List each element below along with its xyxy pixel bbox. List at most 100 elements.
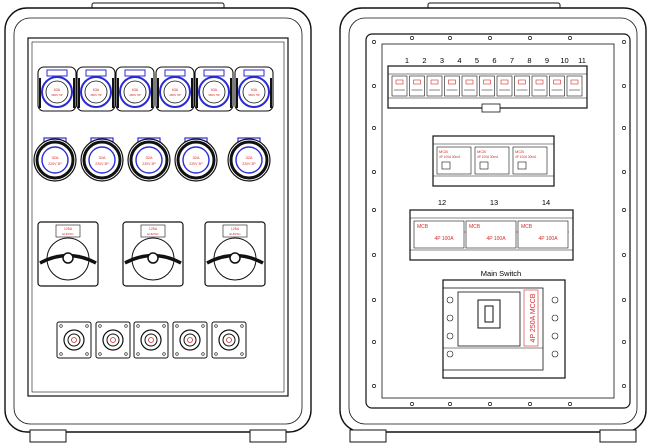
- small-breaker-toggle: [465, 79, 474, 85]
- small-breaker: [391, 75, 408, 97]
- connector-screw: [214, 324, 218, 328]
- breaker-number: 1: [405, 56, 409, 65]
- small-socket-side: [117, 78, 153, 108]
- small-socket-face: [242, 80, 266, 104]
- large-socket-voltage: 220V 3P: [48, 162, 62, 166]
- large-socket-rating: 32A: [145, 155, 152, 160]
- connector-screw: [240, 324, 244, 328]
- screw-hole: [372, 40, 376, 44]
- rcbo-rating: 4P 100A 30mA: [477, 155, 499, 159]
- large-socket-voltage: 220V 3P: [142, 162, 156, 166]
- small-socket-voltage: 380V 5P: [51, 93, 63, 97]
- small-socket-face: [202, 80, 226, 104]
- main-switch-rating-label: [523, 289, 539, 347]
- screw-hole: [622, 340, 626, 344]
- small-breaker-toggle: [430, 79, 439, 85]
- connector-screw: [85, 352, 89, 356]
- large-breaker: [465, 220, 517, 249]
- screw-hole: [410, 402, 414, 406]
- large-socket-ring: [129, 140, 169, 180]
- large-breaker: [517, 220, 569, 249]
- breaker-number: 11: [578, 56, 586, 65]
- screw-hole: [568, 36, 572, 40]
- panel-connector: [172, 321, 208, 359]
- connector-screw: [175, 352, 179, 356]
- rcbo-label: MCB: [439, 149, 448, 154]
- large-socket: 32A 220V 3P: [127, 137, 171, 182]
- small-socket-cap: [203, 69, 225, 77]
- small-socket-side: [196, 78, 232, 108]
- cabinet-inner-outline: [348, 17, 638, 425]
- rcbo-rating: 4P 100A 30mA: [439, 155, 461, 159]
- small-socket-voltage: 380V 5P: [169, 93, 181, 97]
- small-socket-side: [236, 78, 272, 108]
- small-socket-cap: [85, 69, 107, 77]
- small-breaker: [566, 75, 583, 97]
- rotary-switch-rating: 125A: [231, 227, 240, 231]
- large-breaker-number: 12: [438, 198, 446, 207]
- rotary-switch-type: EUR/SC: [147, 232, 159, 236]
- connector-screw: [59, 352, 63, 356]
- large-socket-face: [135, 146, 163, 174]
- connector-screw: [136, 324, 140, 328]
- main-switch-body: [442, 287, 544, 371]
- connector-screw: [201, 324, 205, 328]
- screw-hole: [528, 36, 532, 40]
- small-breaker-toggle: [500, 79, 509, 85]
- connector-screw: [59, 324, 63, 328]
- large-socket-ring: [82, 140, 122, 180]
- main-switch-terminal: [551, 296, 559, 304]
- connector-pin: [71, 337, 77, 343]
- breaker-number: 10: [560, 56, 568, 65]
- strip-connector: [481, 103, 501, 113]
- breaker-number: 6: [492, 56, 496, 65]
- main-switch-terminal: [446, 314, 454, 322]
- main-switch-lever: [484, 305, 494, 323]
- rotary-switch-knob: [147, 252, 159, 264]
- small-breaker: [496, 75, 513, 97]
- screw-hole: [372, 340, 376, 344]
- small-breaker-toggle: [570, 79, 579, 85]
- cabinet-inner-outline: [13, 17, 303, 425]
- large-socket-rating: 32A: [51, 155, 58, 160]
- large-socket-ring: [176, 140, 216, 180]
- connector-screw: [214, 352, 218, 356]
- small-breaker-toggle: [483, 79, 491, 85]
- small-breaker: [461, 75, 478, 97]
- breaker-number: 8: [527, 56, 531, 65]
- rcbo-label: MCB: [515, 149, 524, 154]
- connector-screw: [124, 352, 128, 356]
- rcbo-toggle: [441, 161, 451, 170]
- large-breaker-number: 14: [542, 198, 550, 207]
- connector-screw: [98, 352, 102, 356]
- screw-hole: [448, 402, 452, 406]
- connector-screw: [201, 352, 205, 356]
- small-socket-voltage: 380V 5P: [90, 93, 102, 97]
- connector-screw: [136, 352, 140, 356]
- rotary-switch-label-box: [140, 224, 166, 238]
- rotary-switch-type: EUR/SC: [62, 232, 74, 236]
- connector-screw: [124, 324, 128, 328]
- connector-screw: [240, 352, 244, 356]
- small-socket-face: [123, 80, 147, 104]
- breaker-number: 7: [510, 56, 514, 65]
- small-socket-side: [78, 78, 114, 108]
- rcbo-label: MCB: [477, 149, 486, 154]
- small-breaker-toggle: [553, 79, 561, 85]
- small-breaker: [514, 75, 530, 97]
- small-socket-ring: [119, 76, 151, 108]
- screw-hole: [372, 298, 376, 302]
- screw-hole: [622, 170, 626, 174]
- screw-hole: [622, 298, 626, 302]
- breaker-number: 9: [545, 56, 549, 65]
